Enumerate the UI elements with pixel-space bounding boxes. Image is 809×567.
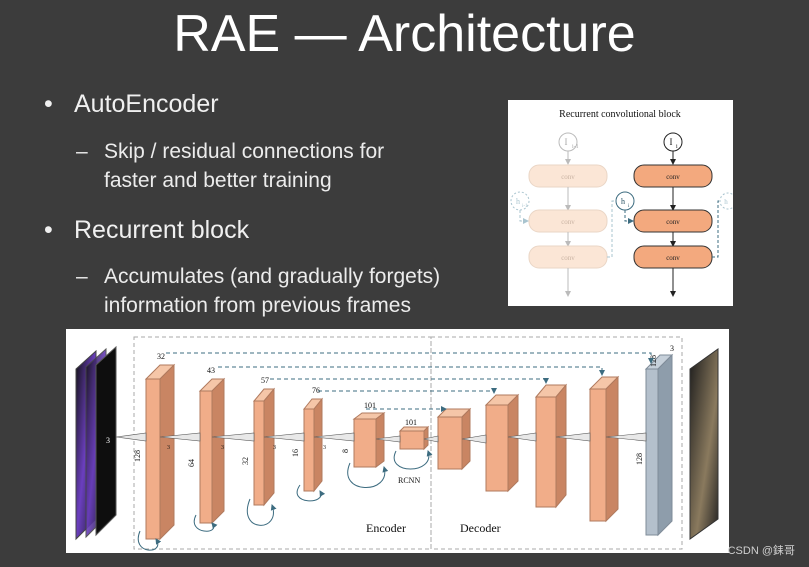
output-size-top: 128 xyxy=(649,355,658,367)
rae-architecture-figure: 3 32 128 43 64 57 32 76 xyxy=(66,329,729,553)
dec-block-4 xyxy=(588,375,620,523)
recurrent-loop-4 xyxy=(296,484,326,502)
enc-block-5-channels: 101 xyxy=(364,401,376,410)
dec-block-3 xyxy=(534,383,568,509)
bullet-autoencoder: • AutoEncoder xyxy=(44,90,219,119)
encoder-label: Encoder xyxy=(366,521,406,535)
output-size-side: 128 xyxy=(635,453,644,465)
recurrent-conv-block-figure: Recurrent convolutional block I i-1 conv… xyxy=(508,100,733,306)
sub-bullet-skip: – Skip / residual connections for faster… xyxy=(76,137,385,195)
hidden-prev-sub: i-1 xyxy=(522,204,528,209)
sub-line: faster and better training xyxy=(104,169,332,192)
rcb-title: Recurrent convolutional block xyxy=(559,109,681,120)
enc-block-3-size: 32 xyxy=(241,457,250,465)
conv-label: conv xyxy=(666,218,680,226)
encoder-frame xyxy=(133,336,432,550)
bottleneck-channels: 101 xyxy=(405,418,417,427)
sub-line: Accumulates (and gradually forgets) xyxy=(104,265,441,288)
enc-block-1 xyxy=(144,363,176,541)
enc-block-3 xyxy=(252,387,276,507)
sub-bullet-accumulates: – Accumulates (and gradually forgets) in… xyxy=(76,262,441,320)
enc-block-4-size: 16 xyxy=(291,449,300,457)
svg-text:3: 3 xyxy=(273,445,276,451)
dash: – xyxy=(76,265,88,288)
output-frame xyxy=(689,348,719,540)
conv-label: conv xyxy=(561,218,575,226)
enc-block-2-channels: 43 xyxy=(207,366,215,375)
kernel-size-labels: 3 3 3 3 xyxy=(167,445,326,451)
enc-block-5-size: 8 xyxy=(341,449,350,453)
hidden-next-label: h xyxy=(724,198,728,206)
conv-label: conv xyxy=(666,254,680,262)
input-cur-node xyxy=(663,132,683,152)
svg-text:3: 3 xyxy=(221,445,224,451)
enc-block-3-channels: 57 xyxy=(261,376,269,385)
input-channels-label: 3 xyxy=(106,436,110,445)
bullet-text: AutoEncoder xyxy=(74,90,219,118)
recurrent-loop-5 xyxy=(347,462,389,488)
rcnn-loop xyxy=(393,450,433,470)
recurrent-loop-1 xyxy=(137,530,162,551)
svg-text:3: 3 xyxy=(167,445,170,451)
conv-label: conv xyxy=(561,173,575,181)
skip-connection-4 xyxy=(318,388,497,394)
input-cur-label: I xyxy=(670,137,673,147)
skip-connection-3 xyxy=(270,378,549,384)
watermark: CSDN @銇哥 xyxy=(727,545,795,557)
hidden-prev-label: h xyxy=(516,197,520,206)
enc-block-1-size: 128 xyxy=(133,450,142,462)
enc-block-2 xyxy=(198,377,226,525)
hidden-cur-sub: i xyxy=(628,204,630,209)
bullet-text: Recurrent block xyxy=(74,216,250,244)
conv-label: conv xyxy=(561,254,575,262)
sub-line: Skip / residual connections for xyxy=(104,140,385,163)
output-block xyxy=(644,353,674,537)
input-cur-sub: i xyxy=(676,144,678,150)
rcnn-label: RCNN xyxy=(398,476,420,485)
svg-text:3: 3 xyxy=(323,445,326,451)
enc-block-4-channels: 76 xyxy=(312,386,320,395)
hidden-cur-node xyxy=(615,191,635,211)
hidden-cur-label: h xyxy=(621,197,625,206)
skip-connection-1 xyxy=(166,352,654,364)
bullet-dot: • xyxy=(44,216,53,244)
input-prev-label: I xyxy=(565,137,568,147)
hidden-prev-node xyxy=(510,191,530,211)
hidden-next-node xyxy=(719,192,733,210)
sub-line: information from previous frames xyxy=(104,294,411,317)
bullet-dot: • xyxy=(44,90,53,118)
enc-block-5 xyxy=(352,412,386,468)
enc-block-4 xyxy=(302,397,324,493)
decoder-frame xyxy=(430,336,683,550)
slide-title: RAE — Architecture xyxy=(173,5,636,63)
output-channels-label: 3 xyxy=(670,344,674,353)
input-prev-sub: i-1 xyxy=(572,144,579,150)
dash: – xyxy=(76,140,88,163)
conv-label: conv xyxy=(666,173,680,181)
bullet-recurrent-block: • Recurrent block xyxy=(44,216,250,245)
dec-block-2 xyxy=(484,393,520,493)
recurrent-loop-3 xyxy=(247,498,277,526)
bottleneck-block xyxy=(398,425,430,451)
recurrent-loop-2 xyxy=(193,514,218,532)
conv-kernel-arrows xyxy=(115,432,647,444)
input-frame-3 xyxy=(95,345,117,537)
enc-block-1-channels: 32 xyxy=(157,352,165,361)
skip-connection-2 xyxy=(218,366,605,376)
enc-block-2-size: 64 xyxy=(187,459,196,467)
dec-block-1 xyxy=(436,407,472,471)
decoder-label: Decoder xyxy=(460,521,501,535)
